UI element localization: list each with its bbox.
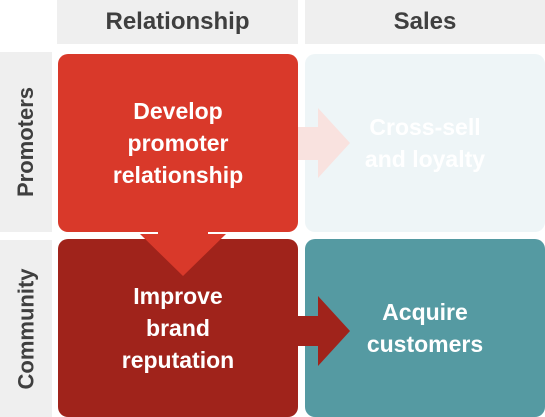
- cell-improve-label: Improve brand reputation: [121, 282, 235, 374]
- cell-cross-sell-label: Cross-sell and loyalty: [364, 113, 486, 172]
- row-header-promoters: Promoters: [0, 52, 52, 232]
- cell-develop-promoter-relationship: Develop promoter relationship: [58, 54, 298, 232]
- row-label-promoters: Promoters: [13, 86, 39, 198]
- cell-acquire-label: Acquire customers: [366, 298, 484, 357]
- column-header-relationship: Relationship: [57, 0, 298, 44]
- cell-develop-label: Develop promoter relationship: [112, 97, 244, 189]
- row-header-community: Community: [0, 240, 52, 417]
- column-header-sales: Sales: [305, 0, 545, 44]
- cell-acquire-customers: Acquire customers: [305, 239, 545, 417]
- cell-cross-sell-loyalty: Cross-sell and loyalty: [305, 54, 545, 232]
- row-label-community: Community: [13, 268, 38, 389]
- cell-improve-brand-reputation: Improve brand reputation: [58, 239, 298, 417]
